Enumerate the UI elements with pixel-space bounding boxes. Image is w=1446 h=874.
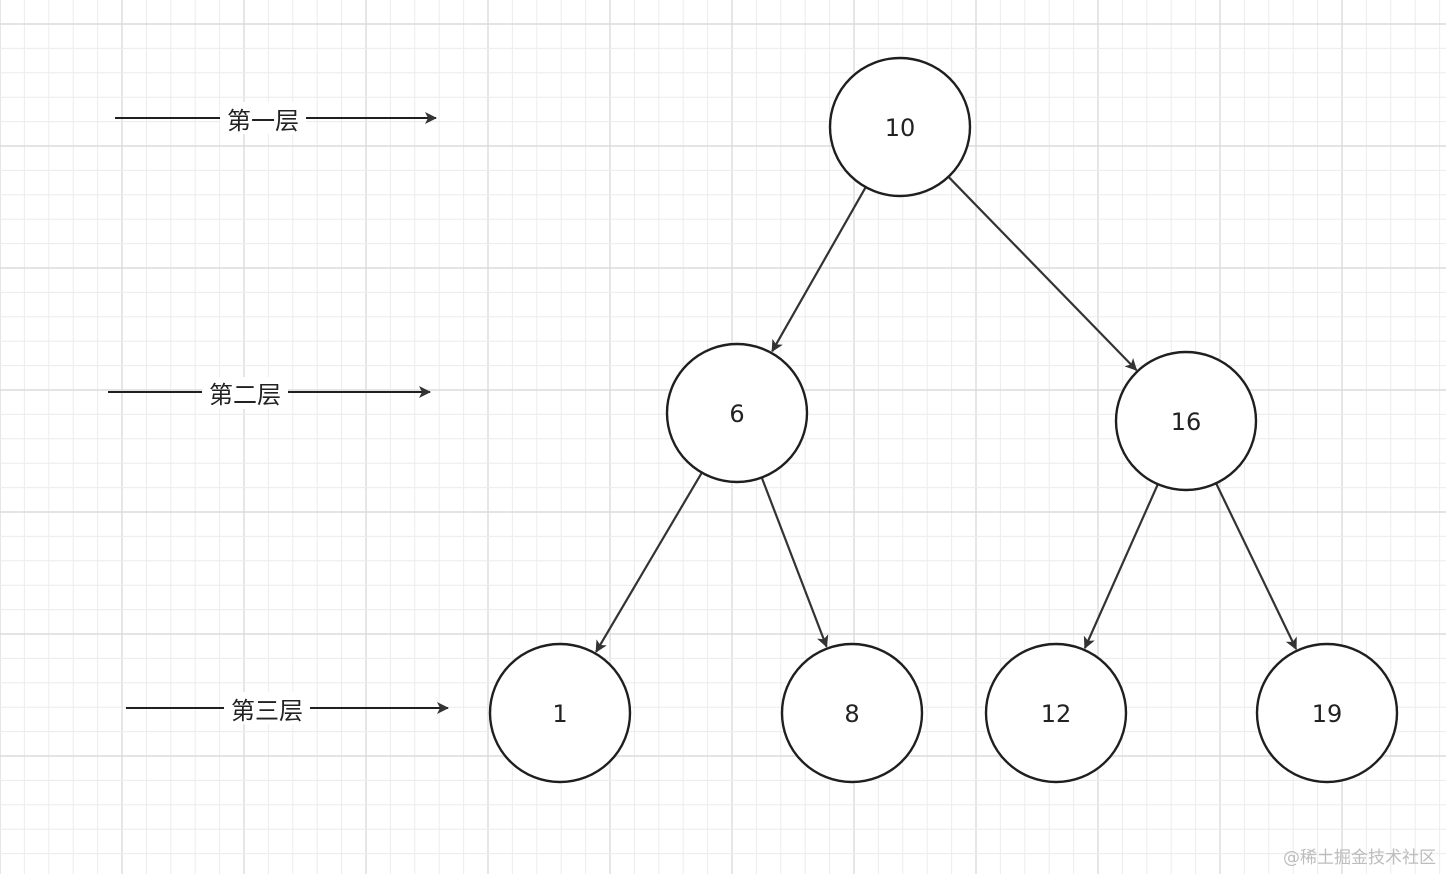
layer-label: 第一层 <box>227 107 299 135</box>
tree-edges <box>595 176 1298 653</box>
node-circle <box>780 642 924 784</box>
node-value: 8 <box>844 700 859 728</box>
tree-node-10: 10 <box>828 56 972 198</box>
node-circle <box>1114 350 1258 492</box>
node-circle <box>1255 642 1399 784</box>
node-value: 6 <box>729 400 744 428</box>
node-circle <box>488 642 632 784</box>
tree-node-19: 19 <box>1255 642 1399 784</box>
tree-edge-n10-n16 <box>948 176 1138 371</box>
tree-node-6: 6 <box>665 342 809 484</box>
node-circle <box>984 642 1128 784</box>
node-circle <box>828 56 972 198</box>
watermark: @稀土掘金技术社区 <box>1283 848 1436 868</box>
tree-nodes: 10 6 16 1 8 12 19 <box>488 56 1399 784</box>
tree-node-12: 12 <box>984 642 1128 784</box>
tree-edge-n6-n1 <box>595 472 703 653</box>
node-circle <box>665 342 809 484</box>
layer-indicator-1: 第一层 <box>115 102 437 135</box>
tree-edge-n6-n8 <box>761 477 829 648</box>
layer-label: 第三层 <box>231 697 303 725</box>
node-value: 1 <box>552 700 567 728</box>
node-value: 12 <box>1041 700 1072 728</box>
tree-node-16: 16 <box>1114 350 1258 492</box>
layer-label-bg <box>224 692 310 724</box>
layer-indicator-3: 第三层 <box>126 692 449 725</box>
tree-node-1: 1 <box>488 642 632 784</box>
layer-label-bg <box>220 102 306 134</box>
node-value: 10 <box>885 114 916 142</box>
node-value: 16 <box>1171 408 1202 436</box>
tree-node-8: 8 <box>780 642 924 784</box>
tree-edge-n16-n19 <box>1215 483 1298 650</box>
tree-edge-n16-n12 <box>1083 484 1159 650</box>
layer-indicator-2: 第二层 <box>108 377 431 409</box>
layer-label: 第二层 <box>209 381 281 409</box>
layer-label-bg <box>202 377 288 409</box>
node-value: 19 <box>1312 700 1343 728</box>
tree-edge-n10-n6 <box>771 187 867 353</box>
